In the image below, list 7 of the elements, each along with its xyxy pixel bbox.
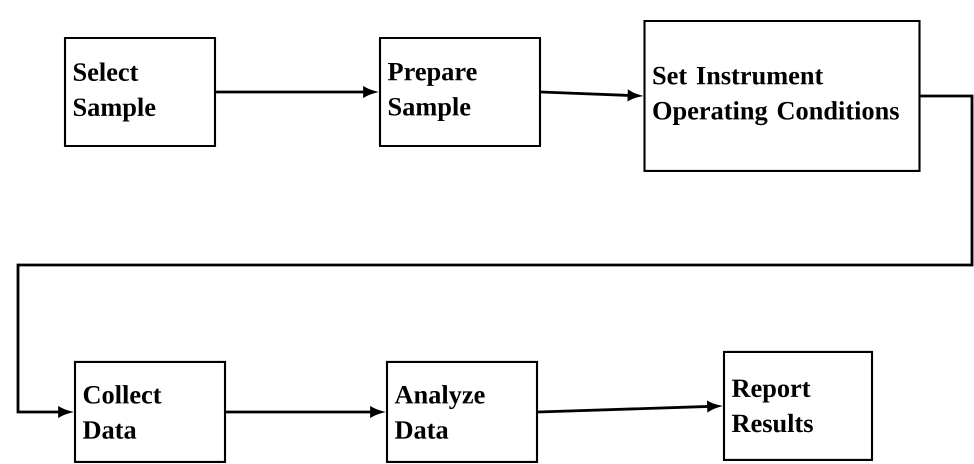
process-box: Analyze Data <box>386 360 538 464</box>
process-box: Set Instrument Operating Conditions <box>643 20 921 172</box>
process-box: Select Sample <box>64 36 216 148</box>
process-box: Prepare Sample <box>378 36 542 148</box>
process-box: Collect Data <box>74 360 226 464</box>
arrow <box>16 94 974 418</box>
process-box: Report Results <box>722 350 874 462</box>
